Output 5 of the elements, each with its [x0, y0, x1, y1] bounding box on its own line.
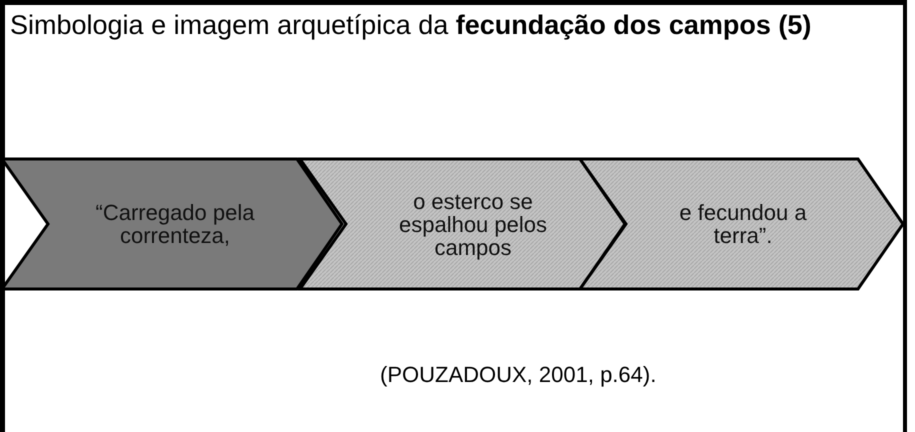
title: Simbologia e imagem arquetípica da fecundação dos campos (5) [10, 10, 812, 40]
chevron-text: e fecundou a terra”. [678, 201, 808, 247]
chevron-text: “Carregado pela correnteza, [94, 201, 256, 247]
citation-text: (POUZADOUX, 2001, p.64). [380, 362, 656, 388]
chevron-text: o esterco se espalhou pelos campos [398, 190, 548, 258]
